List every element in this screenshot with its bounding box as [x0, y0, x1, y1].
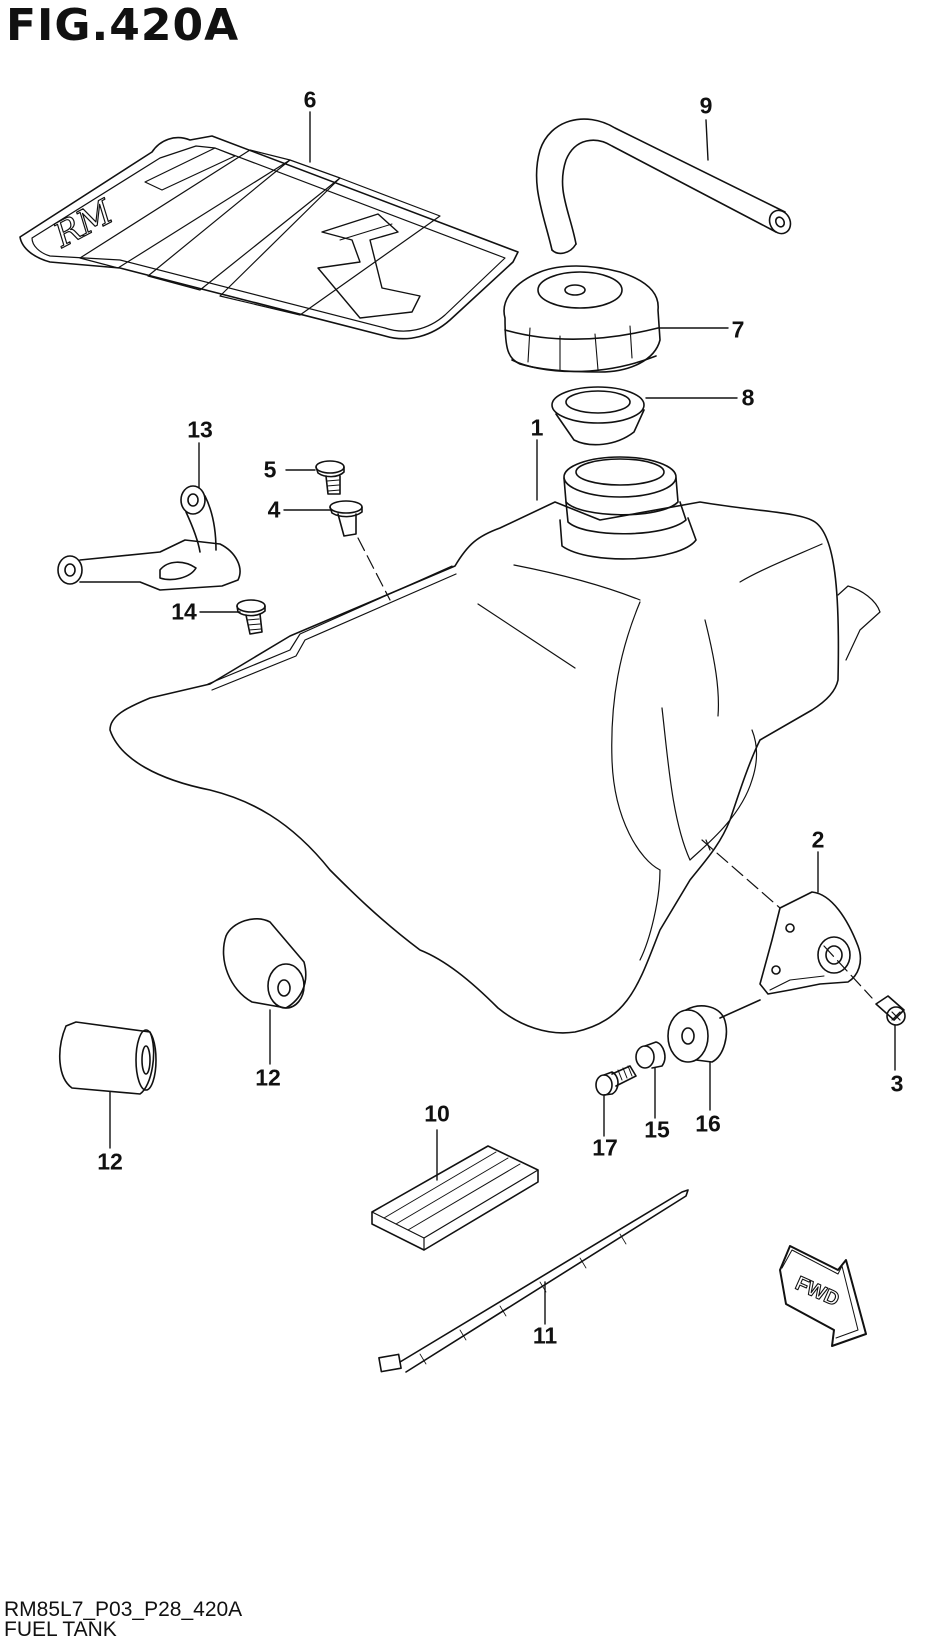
leader-lines: [110, 112, 895, 1324]
breather-hose-part-9: [537, 119, 795, 253]
callout-2: 2: [811, 826, 825, 853]
cable-tie-part-11: [379, 1190, 688, 1372]
cap-gasket-part-8: [552, 387, 644, 445]
bolt-part-5: [316, 461, 344, 494]
figure-code: RM85L7_P03_P28_420A: [4, 1598, 243, 1621]
pad-part-10: [372, 1146, 538, 1250]
installation-guide-lines: [358, 538, 872, 998]
fuel-tank-part-1: [110, 457, 880, 1033]
figure-name: FUEL TANK: [4, 1618, 117, 1641]
callout-12-upper: 12: [255, 1064, 281, 1091]
callout-7: 7: [731, 316, 745, 343]
screw-part-14: [237, 600, 265, 634]
callout-12-lower: 12: [97, 1148, 123, 1175]
collar-part-4: [330, 501, 362, 536]
figure-title: FIG.420A: [6, 0, 240, 51]
callout-14: 14: [171, 598, 197, 625]
decal-rm-lettering: RM: [47, 192, 121, 257]
callout-4: 4: [267, 496, 281, 523]
decal-part-6: RM: [20, 136, 518, 339]
callout-6: 6: [303, 86, 317, 113]
collar-part-15: [636, 1042, 665, 1068]
grommet-part-16: [668, 1000, 760, 1062]
sleeve-part-12-upper: [224, 919, 306, 1008]
callout-9: 9: [699, 92, 713, 119]
bolt-part-17: [596, 1066, 636, 1095]
fwd-arrow-icon: FWD: [780, 1246, 866, 1346]
screw-part-3: [876, 996, 905, 1025]
callout-10: 10: [424, 1100, 450, 1127]
mount-bracket-part-2: [760, 892, 860, 994]
bracket-part-13: [58, 486, 240, 590]
callout-8: 8: [741, 384, 755, 411]
callout-5: 5: [263, 456, 277, 483]
callout-3: 3: [890, 1070, 904, 1097]
callout-11: 11: [532, 1322, 558, 1349]
callout-1: 1: [530, 414, 544, 441]
callout-17: 17: [592, 1134, 618, 1161]
callout-16: 16: [695, 1110, 721, 1137]
callout-15: 15: [644, 1116, 670, 1143]
callout-13: 13: [187, 416, 213, 443]
fuel-cap-part-7: [504, 266, 660, 372]
sleeve-part-12-lower: [60, 1022, 156, 1094]
